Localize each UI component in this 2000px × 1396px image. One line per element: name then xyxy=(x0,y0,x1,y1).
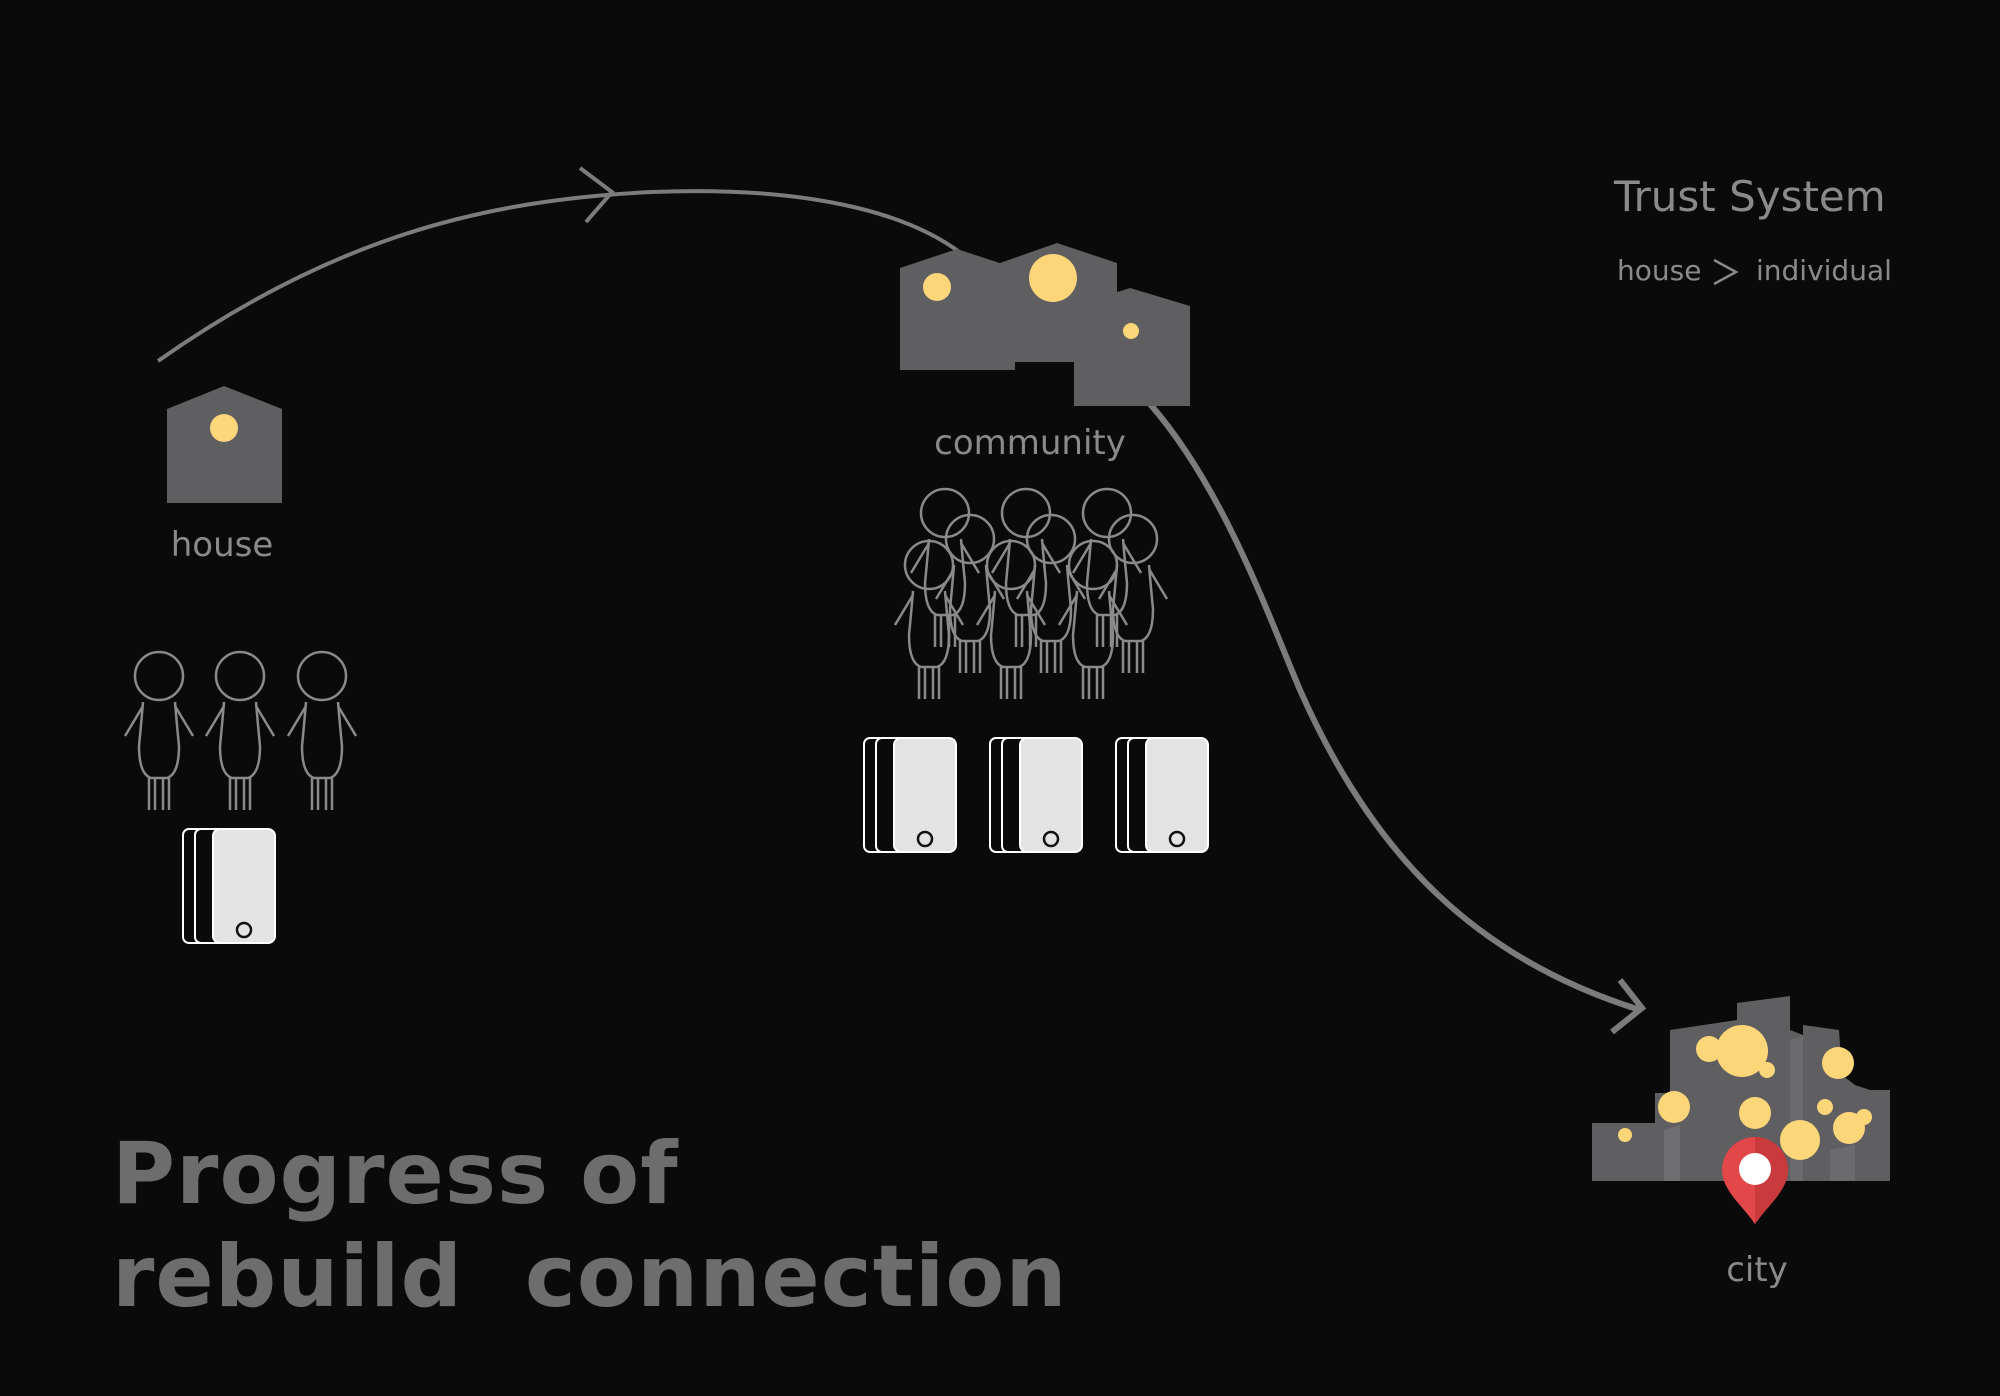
arrow-community-to-city xyxy=(1147,402,1647,1035)
arrow-icon xyxy=(1610,978,1647,1035)
city-icon xyxy=(1592,996,1890,1181)
title-line-1: Progress of xyxy=(112,1124,679,1224)
person-icon xyxy=(893,539,965,701)
title-line-2: rebuild connection xyxy=(112,1227,1068,1328)
phone-icon xyxy=(181,827,277,945)
community-label: community xyxy=(934,423,1126,463)
person-icon xyxy=(123,650,195,812)
legend-from: house xyxy=(1617,254,1702,287)
person-icon xyxy=(990,487,1062,649)
house-icon xyxy=(167,386,282,503)
page-title: Progress of rebuild connection xyxy=(112,1123,1068,1329)
arrow-house-to-community xyxy=(156,166,964,363)
person-icon xyxy=(909,487,981,649)
house-label: house xyxy=(170,525,274,565)
community-people xyxy=(893,487,1169,701)
phone-icon xyxy=(862,736,958,854)
legend-title: Trust System xyxy=(1614,172,1886,221)
person-icon xyxy=(204,650,276,812)
community-phones xyxy=(862,736,1210,854)
community-icon xyxy=(900,243,1190,406)
phone-icon xyxy=(1114,736,1210,854)
house-phones xyxy=(181,827,277,945)
house-people xyxy=(123,650,358,812)
chevron-right-icon xyxy=(1713,258,1739,286)
person-icon xyxy=(1071,487,1143,649)
location-pin-icon xyxy=(1722,1137,1788,1224)
city-label: city xyxy=(1726,1250,1788,1290)
legend-to: individual xyxy=(1756,254,1892,287)
phone-icon xyxy=(988,736,1084,854)
person-icon xyxy=(286,650,358,812)
arrow-icon xyxy=(578,166,615,224)
